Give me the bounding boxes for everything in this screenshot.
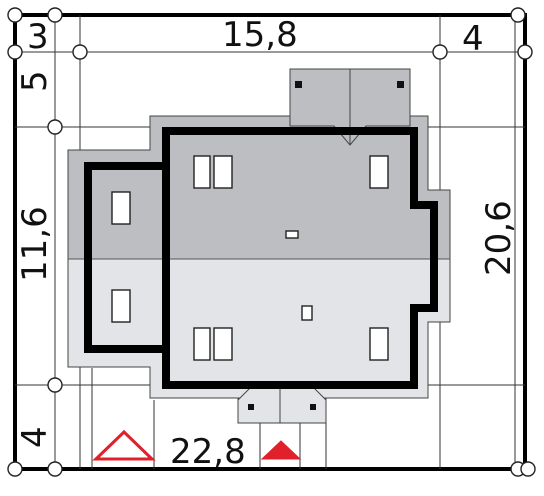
dimension-left-upper: 5 bbox=[15, 70, 55, 92]
triangle-outline-icon bbox=[92, 429, 156, 461]
roof bbox=[67, 68, 451, 424]
dimension-right-main: 20,6 bbox=[479, 200, 519, 276]
roof-lower bbox=[67, 258, 451, 399]
dimension-top-right: 4 bbox=[462, 19, 484, 59]
dimension-top-left: 3 bbox=[27, 17, 49, 57]
plot-boundary bbox=[13, 13, 527, 471]
house-walls bbox=[84, 127, 438, 389]
dimension-top-main: 15,8 bbox=[222, 15, 298, 55]
dimension-left-main: 11,6 bbox=[15, 206, 55, 282]
triangle-filled-icon bbox=[260, 440, 302, 460]
windows bbox=[111, 155, 389, 361]
dimension-bottom-main: 22,8 bbox=[170, 432, 246, 472]
dimension-left-lower: 4 bbox=[15, 426, 55, 448]
roof-upper bbox=[67, 115, 451, 260]
grid-nodes bbox=[7, 7, 536, 477]
